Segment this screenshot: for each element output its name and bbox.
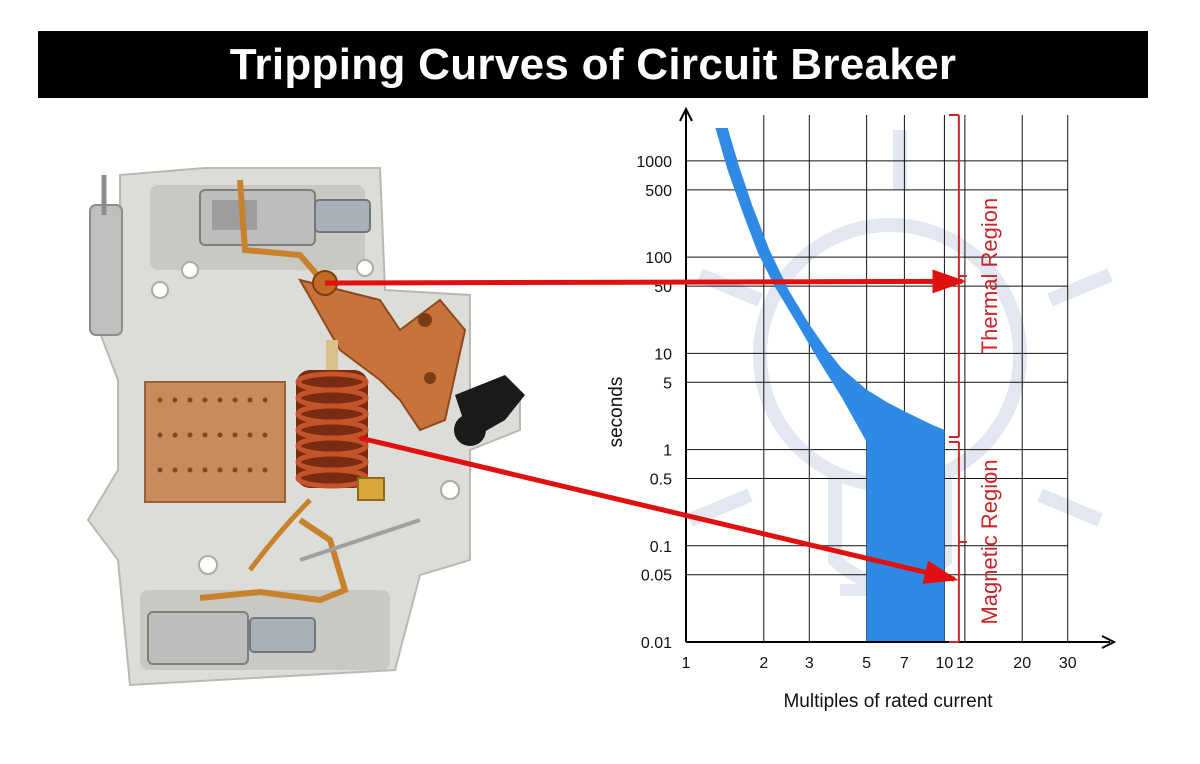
magnetic-region-label: Magnetic Region [977, 459, 1002, 624]
y-axis-label: seconds [606, 377, 627, 448]
y-tick-label: 5 [663, 375, 672, 392]
x-axis-arrowhead [1101, 635, 1117, 649]
y-tick-label: 1000 [636, 154, 672, 171]
x-tick-label: 5 [862, 655, 871, 672]
x-tick-label: 30 [1059, 655, 1077, 672]
y-tick-label: 0.05 [641, 568, 672, 585]
y-tick-label: 1 [663, 443, 672, 460]
thermal-region-label: Thermal Region [977, 198, 1002, 355]
y-tick-label: 0.1 [650, 539, 672, 556]
lightbulb-watermark-icon [687, 130, 1113, 596]
x-axis-label: Multiples of rated current [783, 691, 993, 712]
x-tick-label: 2 [759, 655, 768, 672]
chart-axes [679, 106, 1117, 649]
page-title: Tripping Curves of Circuit Breaker [229, 39, 957, 89]
trip-curve-band [715, 128, 945, 642]
y-tick-label: 100 [645, 250, 672, 267]
thermal-bracket [948, 114, 967, 439]
circuit-breaker-cutaway-icon [86, 167, 525, 687]
magnetic-bracket [948, 440, 967, 643]
thermal-arrow [324, 269, 967, 294]
x-tick-label: 10 [936, 655, 954, 672]
y-tick-label: 500 [645, 183, 672, 200]
x-tick-label: 20 [1013, 655, 1031, 672]
title-bar: Tripping Curves of Circuit Breaker [38, 31, 1148, 98]
y-axis-arrowhead [679, 106, 693, 122]
y-tick-label: 10 [654, 346, 672, 363]
magnetic-arrow [359, 435, 959, 584]
x-tick-label: 7 [900, 655, 909, 672]
x-tick-label: 3 [805, 655, 814, 672]
x-tick-label: 12 [956, 655, 974, 672]
x-tick-label: 1 [682, 655, 691, 672]
y-tick-label: 0.01 [641, 635, 672, 652]
y-tick-label: 0.5 [650, 472, 672, 489]
